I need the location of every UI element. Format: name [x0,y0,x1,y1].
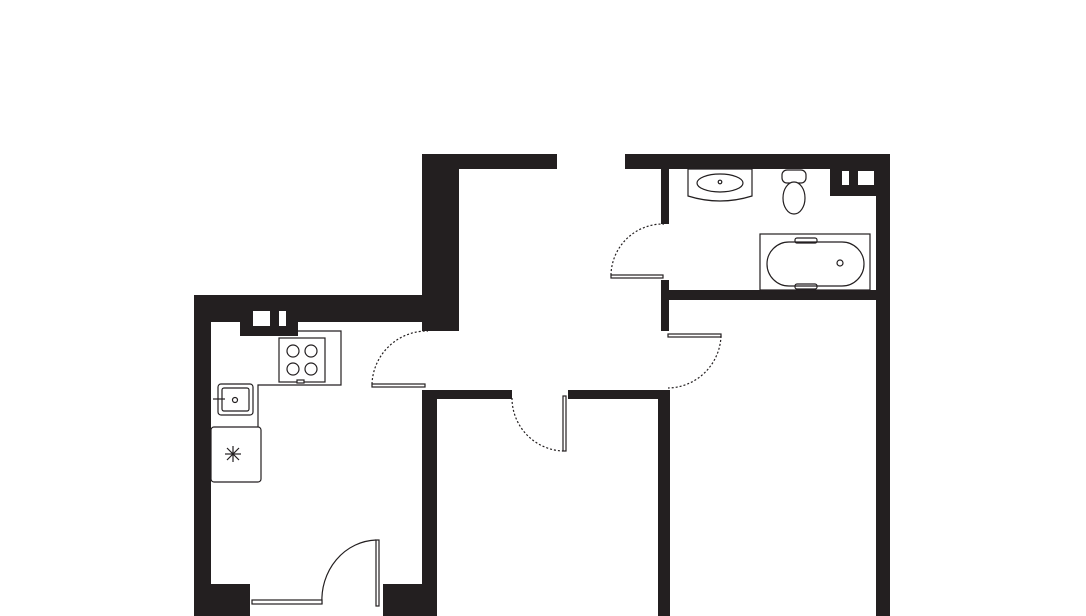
door-swing-arc [371,330,429,385]
wall-corridor-bottom-right [568,390,670,399]
wall-kitchen-left [194,295,211,616]
door-entrance [375,539,380,607]
door-bathroom [610,274,664,279]
door-swing-arc [321,539,377,605]
wall-bathroom-bottom [669,290,877,300]
wall-kitchen-right [422,390,437,616]
bathroom-fixtures [687,168,871,291]
door-swing-arc [667,335,722,389]
door-right-room [667,333,722,338]
vent-shaft [842,171,849,185]
kitchen-counter [257,330,342,427]
stove-icon [278,337,326,383]
wall-right [876,154,890,616]
fan-icon [225,446,241,462]
toilet-icon [781,169,807,184]
wall-kitchen-top [194,295,459,322]
kitchen-fixtures [210,330,342,483]
window-bottom [251,599,323,605]
door-left-room [562,395,567,452]
vent-shaft [279,311,286,326]
door-swing-arc [610,223,665,276]
vent-shaft [858,171,874,185]
wall-top-right [625,154,890,169]
walls [194,154,890,616]
doors [251,223,722,607]
door-kitchen [371,383,426,388]
wall-bathroom-left-top [661,169,669,224]
vent-shaft [253,311,270,326]
wall-corridor-bottom-left [422,390,512,399]
wall-pillar-bottom-left [194,584,250,616]
door-swing-arc [511,397,564,452]
wall-room-divider [658,390,670,616]
wall-bathroom-left-bottom [661,280,669,331]
